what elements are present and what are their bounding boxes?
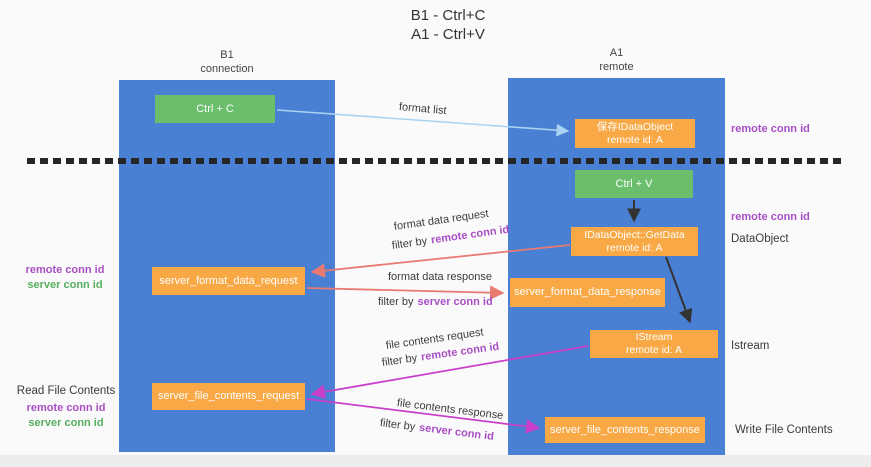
save-dataobject-box: 保存IDataObject remote id: A	[575, 119, 695, 148]
getdata-line2: remote id: A	[606, 241, 663, 254]
file-contents-response-label: file contents response	[396, 397, 504, 422]
server-conn-id-text: server conn id	[417, 296, 493, 308]
istream-side-label: Istream	[731, 340, 770, 352]
format-data-response-label: format data response	[388, 271, 492, 283]
read-file-contents-label: Read File Contents	[16, 385, 116, 397]
lane-header-a1: A1 remote	[508, 46, 725, 74]
dataobject-label: DataObject	[731, 233, 789, 245]
istream-line1: IStream	[635, 331, 673, 343]
ctrl-c-label: Ctrl + C	[196, 102, 234, 115]
server-format-data-response-box: server_format_data_response	[510, 278, 665, 307]
arrow-format-data-response	[306, 285, 505, 300]
title-line-1: B1 - Ctrl+C	[410, 7, 486, 24]
server-format-data-response-label: server_format_data_response	[514, 286, 661, 298]
getdata-line1: IDataObject::GetData	[584, 228, 685, 241]
left-server-conn-id-2: server conn id	[28, 417, 104, 429]
left-remote-conn-id-1: remote conn id	[25, 264, 105, 276]
getdata-box: IDataObject::GetData remote id: A	[571, 227, 698, 256]
write-file-contents-label: Write File Contents	[735, 424, 833, 436]
server-format-data-request-label: server_format_data_request	[159, 274, 298, 287]
save-dataobject-line2: remote id: A	[606, 133, 664, 146]
left-conn-id-group-1: remote conn id server conn id	[10, 263, 120, 293]
format-data-response-text: format data response	[388, 271, 492, 283]
remote-conn-id-text: remote conn id	[430, 223, 510, 247]
title-line-2: A1 - Ctrl+V	[411, 26, 485, 43]
format-list-text: format list	[398, 101, 448, 118]
ctrl-v-box: Ctrl + V	[575, 170, 693, 198]
right-remote-conn-id-1: remote conn id	[731, 123, 810, 135]
istream-box: IStream remote id: A	[590, 330, 718, 358]
filter-by-text: filter by	[378, 296, 414, 308]
server-file-contents-request-box: server_file_contents_request	[152, 383, 305, 410]
ctrl-c-box: Ctrl + C	[155, 95, 275, 123]
istream-line2: remote id: A	[625, 344, 683, 356]
filter-by-text: filter by	[379, 417, 416, 434]
lane-b1-name: B1	[220, 49, 234, 61]
lane-a1-name: A1	[609, 47, 624, 59]
ctrl-v-label: Ctrl + V	[615, 177, 653, 190]
file-contents-response-text: file contents response	[396, 397, 504, 422]
lane-b1-role: connection	[200, 63, 254, 75]
format-list-label: format list	[398, 101, 447, 117]
server-file-contents-response-label: server_file_contents_response	[550, 423, 700, 436]
left-server-conn-id-1: server conn id	[27, 279, 103, 291]
lane-header-b1: B1 connection	[119, 48, 335, 76]
right-remote-conn-id-2: remote conn id	[731, 211, 810, 223]
left-remote-conn-id-2: remote conn id	[26, 402, 106, 414]
save-dataobject-line1: 保存IDataObject	[596, 120, 674, 133]
bottom-strip	[0, 455, 871, 467]
server-conn-id-text: server conn id	[418, 421, 495, 443]
server-file-contents-response-box: server_file_contents_response	[545, 417, 705, 443]
filter-by-text: filter by	[391, 235, 428, 252]
diagram-title: B1 - Ctrl+C A1 - Ctrl+V	[300, 6, 596, 44]
server-format-data-request-box: server_format_data_request	[152, 267, 305, 295]
filter-by-text: filter by	[381, 352, 418, 369]
server-file-contents-request-label: server_file_contents_request	[157, 390, 300, 402]
left-conn-id-group-2: Read File Contents remote conn id server…	[10, 384, 122, 431]
lane-a1-role: remote	[599, 61, 634, 73]
